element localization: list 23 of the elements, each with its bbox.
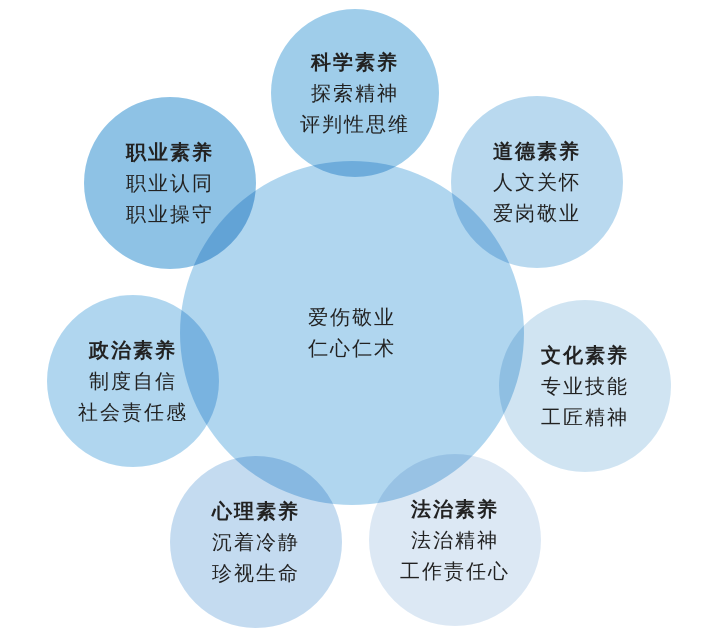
circle-text: 制度自信 <box>89 368 177 394</box>
circle-text: 仁心仁术 <box>308 335 396 362</box>
circle-text: 法治精神 <box>411 526 499 554</box>
circle-text: 珍视生命 <box>212 560 300 586</box>
circle-text: 工作责任心 <box>400 558 510 584</box>
circle-heading: 文化素养 <box>541 342 629 368</box>
circle-text: 爱伤敬业 <box>308 304 396 331</box>
circle-text: 人文关怀 <box>493 168 581 196</box>
circle-text: 评判性思维 <box>300 110 410 138</box>
circle-text: 爱岗敬业 <box>493 200 581 226</box>
circle-heading: 心理素养 <box>212 498 300 524</box>
circle-heading: 职业素养 <box>126 138 214 166</box>
circle-text: 探索精神 <box>311 80 399 106</box>
circle-text: 沉着冷静 <box>212 528 300 556</box>
circle-text: 职业操守 <box>126 200 214 228</box>
circle-text: 专业技能 <box>541 372 629 400</box>
circle-heading: 政治素养 <box>89 336 177 364</box>
circle-heading: 科学素养 <box>311 48 399 76</box>
circle-text: 社会责任感 <box>78 398 188 426</box>
circle-heading: 道德素养 <box>493 138 581 164</box>
circle-text: 工匠精神 <box>541 404 629 430</box>
circle-text: 职业认同 <box>126 170 214 196</box>
circle-heading: 法治素养 <box>411 496 499 522</box>
